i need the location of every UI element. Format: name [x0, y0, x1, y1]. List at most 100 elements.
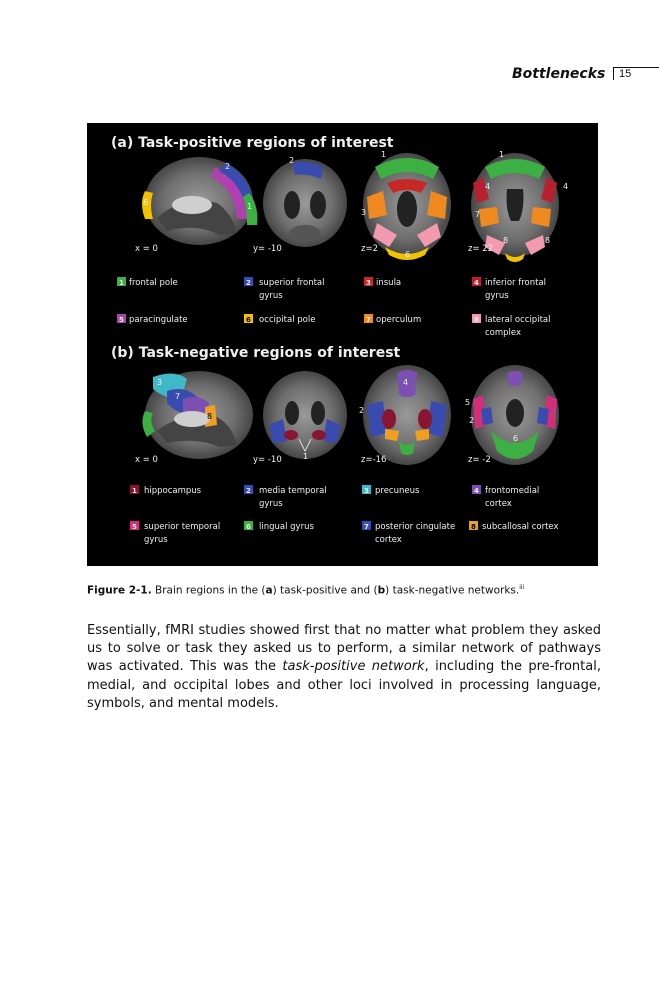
pa-legend-label-7: operculum	[376, 315, 421, 325]
pb-legend-label-1: hippocampus	[144, 486, 202, 496]
pb-slice-label-2: y= -10	[253, 455, 282, 465]
brain-figure: (a) Task-positive regions of interest	[87, 123, 598, 566]
pa-legend-label-4a: inferior frontal	[485, 278, 546, 288]
pa-legend-swatch-8	[472, 314, 481, 323]
pa-legend-swatch-2	[244, 277, 253, 286]
pb-legend-label-7a: posterior cingulate	[375, 522, 455, 532]
pa-slice-label-4: z= 22	[468, 244, 493, 254]
pb-legend-swatch-4	[472, 485, 481, 494]
pa-s4-num-2: 4	[485, 182, 490, 191]
panel-b-axial-slice-zm16	[363, 365, 451, 465]
pa-slice-label-1: x = 0	[135, 244, 158, 254]
pa-legend-num-3: 3	[366, 279, 371, 287]
running-header-title: Bottlenecks	[512, 66, 606, 82]
pa-legend-swatch-7	[364, 314, 373, 323]
pb-legend-num-8: 8	[471, 523, 476, 531]
pa-legend-label-4b: gyrus	[485, 291, 509, 301]
pb-legend-label-3: precuneus	[375, 486, 420, 496]
pa-s2-num-1: 2	[289, 156, 294, 165]
pb-legend-swatch-2	[244, 485, 253, 494]
pa-slice-label-2: y= -10	[253, 244, 282, 254]
figure-caption-label: Figure 2-1.	[87, 584, 152, 597]
pa-legend-swatch-1	[117, 277, 126, 286]
panel-b-coronal-slice	[263, 371, 347, 459]
pb-legend-num-1: 1	[132, 487, 137, 495]
pb-s2-num-1: 1	[303, 452, 308, 461]
pa-legend-label-8a: lateral occipital	[485, 315, 550, 325]
pb-legend-label-8: subcallosal cortex	[482, 522, 559, 532]
pb-legend-label-5a: superior temporal	[144, 522, 220, 532]
pb-s4-num-1: 5	[465, 398, 470, 407]
pa-legend-label-8b: complex	[485, 328, 521, 338]
pb-s4-num-3: 6	[513, 434, 518, 443]
pb-s1-num-2: 7	[175, 392, 180, 401]
pa-legend-label-1: frontal pole	[129, 278, 178, 288]
panel-b-title: (b) Task-negative regions of interest	[111, 345, 401, 361]
figure-caption-text-mid: ) task-positive and (	[272, 584, 378, 597]
panel-a-axial-slice-z2	[363, 153, 451, 260]
body-text-emphasis: task-positive network	[282, 659, 425, 675]
pb-legend-label-5b: gyrus	[144, 535, 168, 545]
pa-legend-swatch-6	[244, 314, 253, 323]
pa-s4-num-3: 4	[563, 182, 568, 191]
pa-s1-num-3: 1	[247, 202, 252, 211]
pb-legend-swatch-1	[130, 485, 139, 494]
pb-legend-num-5: 5	[132, 523, 137, 531]
pb-legend-label-6: lingual gyrus	[259, 522, 314, 532]
pb-legend-swatch-3	[362, 485, 371, 494]
pb-legend-swatch-5	[130, 521, 139, 530]
pa-legend-swatch-4	[472, 277, 481, 286]
pb-slice-label-1: x = 0	[135, 455, 158, 465]
pb-legend-swatch-8	[469, 521, 478, 530]
panel-b-sagittal-slice	[142, 371, 253, 459]
pb-legend-num-3: 3	[364, 487, 369, 495]
pa-legend-num-5: 5	[119, 316, 124, 324]
figure-caption-note: iii	[519, 584, 525, 591]
pa-legend-num-4: 4	[474, 279, 479, 287]
pb-legend-num-6: 6	[246, 523, 251, 531]
pa-s4-num-6: 8	[545, 236, 550, 245]
pb-legend-label-2a: media temporal	[259, 486, 327, 496]
pa-s3-num-2: 3	[361, 208, 366, 217]
pa-legend-label-3: insula	[376, 278, 401, 288]
pb-legend-num-7: 7	[364, 523, 369, 531]
panel-a-title: (a) Task-positive regions of interest	[111, 135, 394, 151]
pb-slice-label-3: z=-16	[361, 455, 386, 465]
figure-caption-text-post: ) task-negative networks.	[385, 584, 520, 597]
panel-b-legend: 1 hippocampus 2 media temporal gyrus 3 p…	[130, 485, 559, 545]
pa-legend-num-8: 8	[474, 316, 479, 324]
panel-a-legend: 1 frontal pole 2 superior frontal gyrus …	[117, 277, 550, 338]
pa-legend-num-7: 7	[366, 316, 371, 324]
pa-legend-swatch-3	[364, 277, 373, 286]
pb-legend-label-7b: cortex	[375, 535, 402, 545]
pa-s4-num-4: 7	[475, 210, 480, 219]
figure-caption-a: a	[265, 584, 273, 597]
pa-s1-num-2: 6	[143, 198, 148, 207]
pb-s1-num-1: 3	[157, 378, 162, 387]
page-number: 15	[613, 67, 659, 80]
pb-s3-num-2: 2	[359, 406, 364, 415]
pa-legend-swatch-5	[117, 314, 126, 323]
pa-slice-label-3: z=2	[361, 244, 378, 254]
pa-legend-label-2b: gyrus	[259, 291, 283, 301]
pb-legend-label-2b: gyrus	[259, 499, 283, 509]
pa-legend-num-2: 2	[246, 279, 251, 287]
panel-b-axial-slice-zm2	[471, 365, 559, 465]
pb-legend-swatch-7	[362, 521, 371, 530]
pa-legend-num-6: 6	[246, 316, 251, 324]
body-text-part2: , including the pre-frontal, medial, and…	[87, 659, 601, 711]
pb-s4-num-2: 2	[469, 416, 474, 425]
pb-s3-num-1: 4	[403, 378, 408, 387]
pa-s3-num-1: 1	[381, 150, 386, 159]
pb-slice-label-4: z= -2	[468, 455, 491, 465]
pb-legend-num-2: 2	[246, 487, 251, 495]
brain-figure-canvas: (a) Task-positive regions of interest	[111, 135, 568, 545]
body-paragraph: Essentially, fMRI studies showed first t…	[87, 622, 601, 713]
panel-a-axial-slice-z22	[471, 153, 559, 262]
panel-a-coronal-slice	[263, 159, 347, 247]
pa-s3-num-3: 6	[405, 250, 410, 259]
pa-s1-num-1: 2	[225, 162, 230, 171]
pa-s4-num-1: 1	[499, 150, 504, 159]
pb-s1-num-3: 8	[207, 412, 212, 421]
pa-legend-num-1: 1	[119, 279, 124, 287]
